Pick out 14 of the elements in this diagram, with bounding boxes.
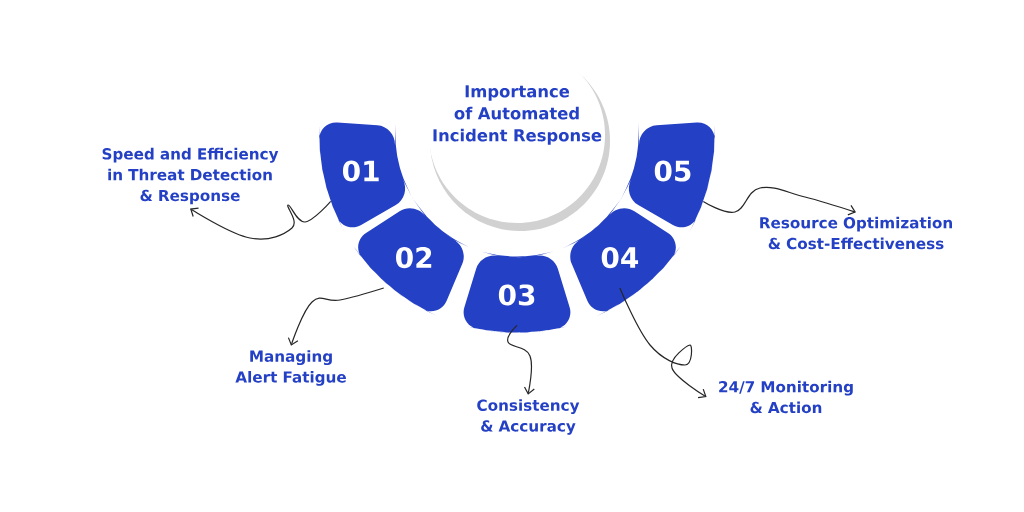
curly-arrow xyxy=(287,287,385,346)
number-tile: 03 xyxy=(460,250,574,333)
step-label: Speed and Efficiency in Threat Detection & Response xyxy=(102,147,279,205)
number-tile: 02 xyxy=(351,196,475,317)
curly-arrow xyxy=(190,200,332,240)
step-label: 24/7 Monitoring & Action xyxy=(719,380,853,414)
step-label: Resource Optimization & Cost-Effectiveness xyxy=(760,216,952,250)
curly-arrow xyxy=(619,287,707,399)
number-tile: 01 xyxy=(319,120,415,233)
number-tile: 04 xyxy=(559,196,683,317)
number-tile: 05 xyxy=(619,120,715,233)
curly-arrow xyxy=(702,186,856,216)
step-label: Consistency & Accuracy xyxy=(477,399,580,435)
step-label: Managing Alert Fatigue xyxy=(235,350,346,386)
